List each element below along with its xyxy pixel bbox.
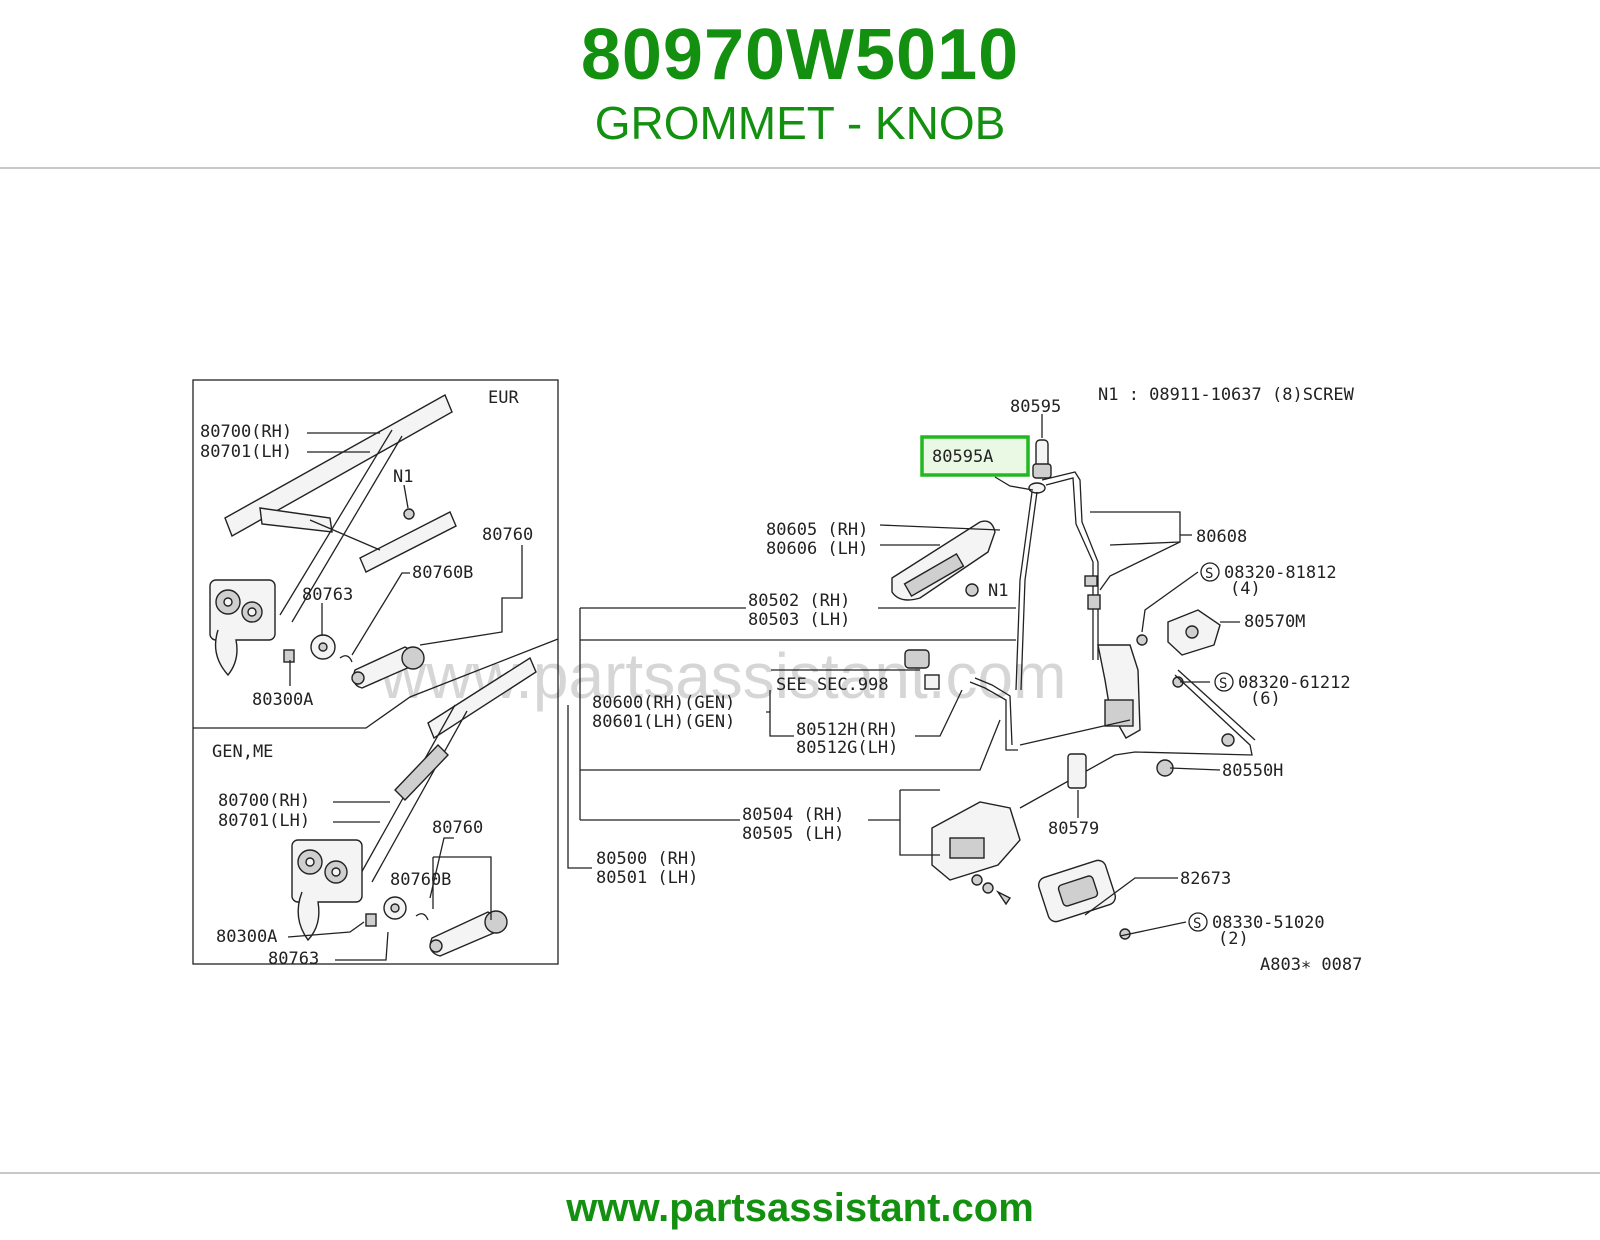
callout-n1: N1 bbox=[988, 581, 1008, 601]
callout-80500: 80500 (RH) bbox=[596, 849, 698, 869]
regulator-panel bbox=[192, 379, 559, 965]
callout-80595: 80595 bbox=[1010, 397, 1061, 417]
callout-gen-80760: 80760 bbox=[432, 818, 483, 838]
screw-note: N1 : 08911-10637 (8)SCREW bbox=[1098, 385, 1355, 405]
callout-08320-61212: 08320-61212 bbox=[1238, 673, 1351, 693]
figure-code: A803∗ 0087 bbox=[1260, 955, 1362, 975]
header-divider bbox=[0, 167, 1600, 169]
callout-80550h: 80550H bbox=[1222, 761, 1283, 781]
panel-eur: EUR bbox=[200, 388, 533, 710]
footer: www.partsassistant.com bbox=[0, 1183, 1600, 1233]
callout-82673: 82673 bbox=[1180, 869, 1231, 889]
s-symbol-text-2: S bbox=[1219, 676, 1227, 692]
section-label-eur: EUR bbox=[488, 388, 519, 408]
footer-link[interactable]: www.partsassistant.com bbox=[566, 1186, 1034, 1230]
door-lock-assembly bbox=[891, 439, 1256, 940]
callout-80501: 80501 (LH) bbox=[596, 868, 698, 888]
n1-screw-eur bbox=[403, 508, 415, 520]
callout-gen-80763: 80763 bbox=[268, 949, 319, 969]
window-regulator-eur bbox=[209, 394, 457, 689]
callout-eur-80701lh: 80701(LH) bbox=[200, 442, 292, 462]
callout-gen-80701lh: 80701(LH) bbox=[218, 811, 310, 831]
callout-80606: 80606 (LH) bbox=[766, 539, 868, 559]
s-symbol-icon bbox=[1200, 562, 1220, 582]
callout-80502: 80502 (RH) bbox=[748, 591, 850, 611]
s-symbol-icon-2 bbox=[1214, 672, 1234, 692]
callout-08330-51020: 08330-51020 bbox=[1212, 913, 1325, 933]
callout-gen-80760b: 80760B bbox=[390, 870, 451, 890]
callout-80570m: 80570M bbox=[1244, 612, 1305, 632]
footer-divider bbox=[0, 1172, 1600, 1174]
qty-2: (2) bbox=[1218, 929, 1249, 949]
panel-gen: GEN,ME 80700(RH) 80701(LH) bbox=[212, 656, 537, 969]
callout-gen-80300a: 80300A bbox=[216, 927, 277, 947]
s-symbol-text: S bbox=[1205, 566, 1213, 582]
s-symbol-text-3: S bbox=[1193, 916, 1201, 932]
callout-80605: 80605 (RH) bbox=[766, 520, 868, 540]
callout-80600: 80600(RH)(GEN) bbox=[592, 693, 735, 713]
callout-gen-80700rh: 80700(RH) bbox=[218, 791, 310, 811]
knob-grommet-base bbox=[1028, 482, 1046, 494]
callout-08320-81812: 08320-81812 bbox=[1224, 563, 1337, 583]
callout-80595a: 80595A bbox=[932, 447, 993, 467]
parts-diagram: www.partsassistant.com EUR bbox=[192, 379, 1362, 975]
s-symbol-icon-3 bbox=[1188, 912, 1208, 932]
window-regulator-gen bbox=[291, 656, 537, 957]
panel-divider bbox=[193, 638, 559, 729]
page-header: 80970W5010 GROMMET - KNOB bbox=[0, 0, 1600, 168]
callout-eur-80760: 80760 bbox=[482, 525, 533, 545]
callout-80505: 80505 (LH) bbox=[742, 824, 844, 844]
callout-eur-80300a: 80300A bbox=[252, 690, 313, 710]
highlight-box-80595a bbox=[920, 435, 1030, 477]
callout-80601: 80601(LH)(GEN) bbox=[592, 712, 735, 732]
callout-80512g: 80512G(LH) bbox=[796, 738, 898, 758]
knob-grommet bbox=[1032, 463, 1052, 479]
qty-6: (6) bbox=[1250, 689, 1281, 709]
callout-80512h: 80512H(RH) bbox=[796, 720, 898, 740]
callout-80504: 80504 (RH) bbox=[742, 805, 844, 825]
callout-80608: 80608 bbox=[1196, 527, 1247, 547]
callout-see-sec-998: SEE SEC.998 bbox=[776, 675, 889, 695]
callout-eur-80700rh: 80700(RH) bbox=[200, 422, 292, 442]
n1-screw bbox=[965, 583, 979, 597]
part-name-subtitle: GROMMET - KNOB bbox=[594, 97, 1006, 149]
callout-eur-80760b: 80760B bbox=[412, 563, 473, 583]
qty-4: (4) bbox=[1230, 579, 1261, 599]
callout-80579: 80579 bbox=[1048, 819, 1099, 839]
section-label-gen: GEN,ME bbox=[212, 742, 273, 762]
callout-80503: 80503 (LH) bbox=[748, 610, 850, 630]
callout-eur-80763: 80763 bbox=[302, 585, 353, 605]
part-number-title: 80970W5010 bbox=[580, 15, 1020, 95]
callout-eur-n1: N1 bbox=[393, 467, 413, 487]
key-cylinder bbox=[904, 649, 930, 669]
rod-protector bbox=[1067, 753, 1087, 789]
panel-frame bbox=[192, 379, 559, 965]
